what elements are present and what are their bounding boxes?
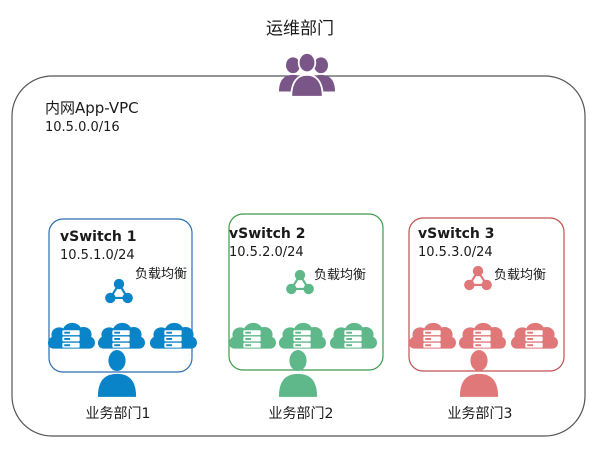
- load-balancer-icon: [104, 278, 134, 304]
- vswitch-2-name: vSwitch 2: [229, 226, 306, 242]
- ops-department-title: 运维部门: [266, 19, 334, 39]
- vswitch-2-boundary: [228, 213, 384, 371]
- cloud-server-icon: [329, 322, 377, 349]
- user-icon: [278, 350, 318, 397]
- vswitch-3-name: vSwitch 3: [418, 226, 495, 242]
- business-dept-3-label: 业务部门3: [447, 406, 513, 422]
- vswitch-1-name: vSwitch 1: [60, 229, 137, 245]
- cloud-server-icon: [47, 322, 95, 349]
- user-icon: [459, 350, 499, 397]
- cloud-server-icon: [278, 322, 326, 349]
- vswitch-2-lb-label: 负载均衡: [314, 268, 367, 283]
- vpc-cidr: 10.5.0.0/16: [45, 120, 120, 135]
- business-dept-1-label: 业务部门1: [85, 406, 151, 422]
- vswitch-3-boundary: [408, 217, 565, 372]
- vpc-name: 内网App-VPC: [45, 99, 139, 117]
- load-balancer-icon: [285, 269, 315, 295]
- people-group-icon: [279, 52, 335, 98]
- business-dept-2-label: 业务部门2: [268, 406, 334, 422]
- cloud-server-icon: [408, 322, 456, 349]
- user-icon: [97, 350, 137, 397]
- cloud-server-icon: [458, 322, 506, 349]
- vswitch-1-cidr: 10.5.1.0/24: [60, 248, 135, 263]
- cloud-server-icon: [228, 322, 276, 349]
- load-balancer-icon: [463, 265, 493, 291]
- cloud-server-icon: [510, 322, 558, 349]
- cloud-server-icon: [149, 322, 197, 349]
- vswitch-3-cidr: 10.5.3.0/24: [418, 245, 493, 260]
- vswitch-3-lb-label: 负载均衡: [494, 268, 547, 283]
- vswitch-1-boundary: [48, 218, 193, 373]
- cloud-server-icon: [97, 322, 145, 349]
- vswitch-2-cidr: 10.5.2.0/24: [229, 245, 304, 260]
- vswitch-1-lb-label: 负载均衡: [135, 267, 188, 282]
